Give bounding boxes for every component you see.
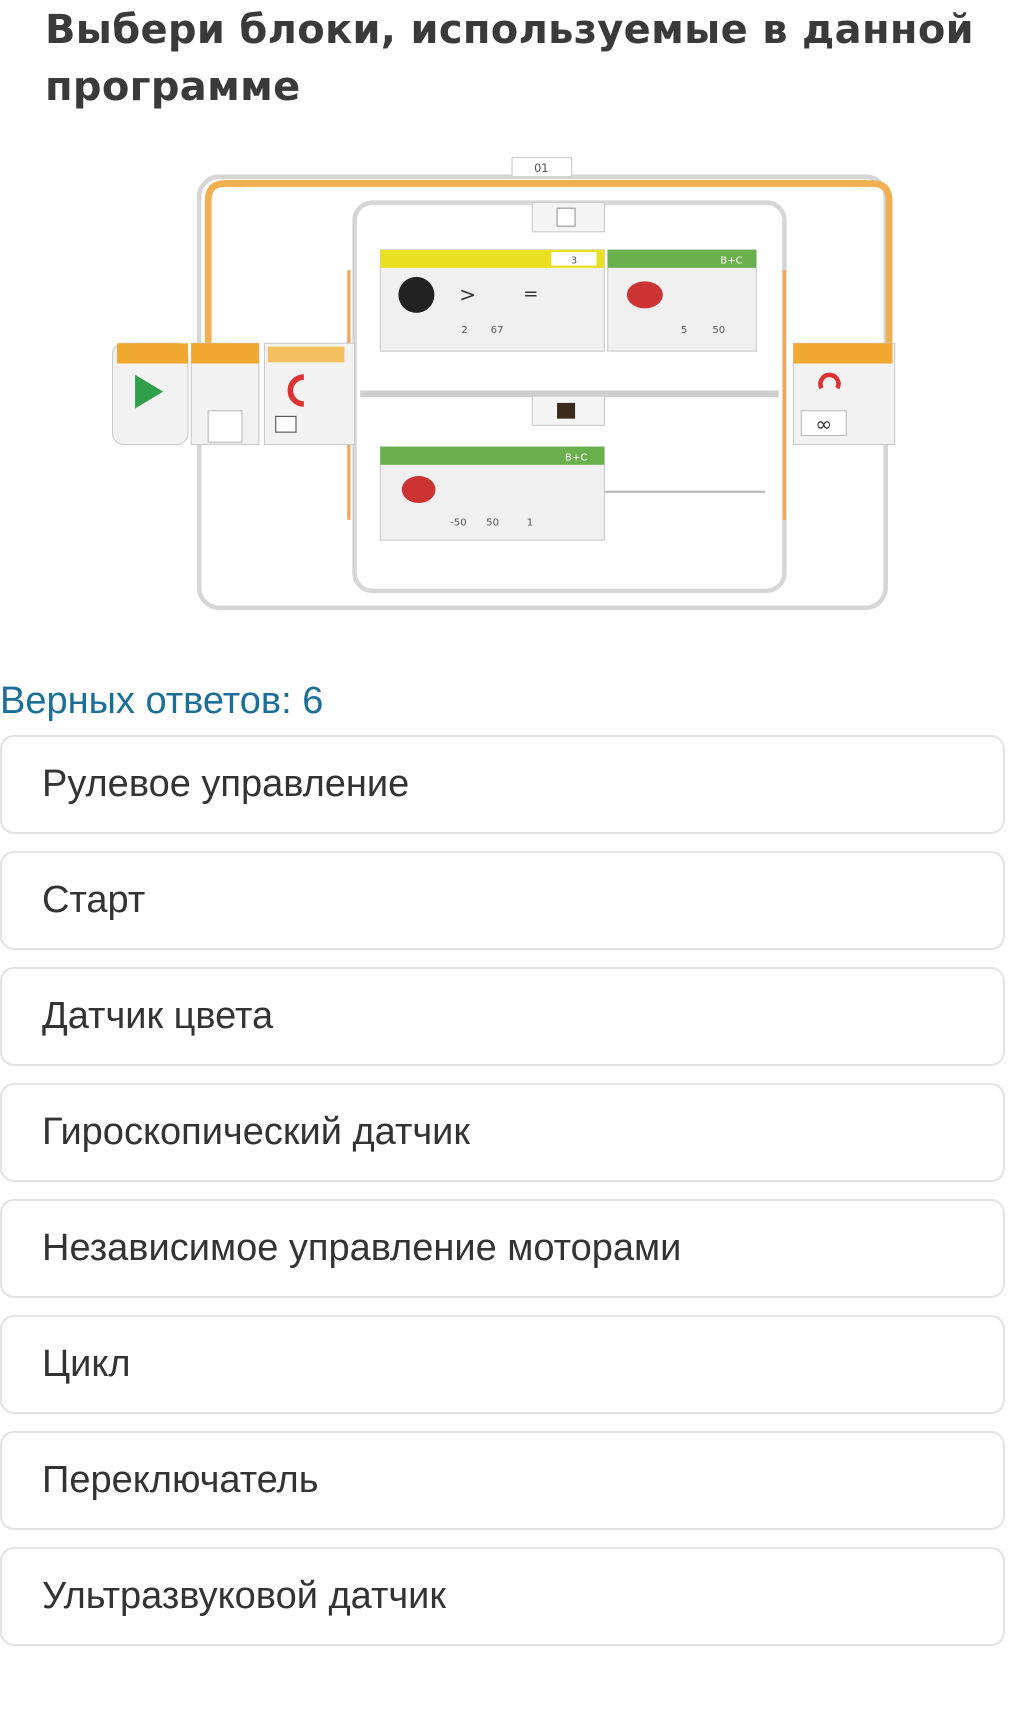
loop-icon <box>818 372 841 390</box>
sensor-value: 67 <box>491 325 504 336</box>
answer-option[interactable]: Гироскопический датчик <box>0 1083 1005 1182</box>
steering-port: B+C <box>720 255 742 266</box>
steering-value: 50 <box>712 325 725 336</box>
tank-value: -50 <box>450 518 467 529</box>
tank-value: 1 <box>527 518 533 529</box>
brown-color-icon <box>557 402 576 419</box>
answer-option[interactable]: Независимое управление моторами <box>0 1199 1005 1298</box>
loop-start-block <box>190 342 260 446</box>
steering-block: B+C 5 50 <box>607 249 757 352</box>
motor-icon <box>626 281 663 309</box>
color-sensor-icon <box>398 276 435 313</box>
question-title: Выбери блоки, используемые в данной прог… <box>45 7 974 110</box>
answer-option[interactable]: Старт <box>0 851 1005 950</box>
answer-option[interactable]: Ультразвуковой датчик <box>0 1547 1005 1646</box>
greater-than-icon: > <box>459 283 476 307</box>
tank-block: B+C -50 50 1 <box>379 446 605 541</box>
color-sensor-block: 3 > = 2 67 <box>379 249 605 352</box>
white-color-icon <box>556 207 576 227</box>
start-block <box>111 342 189 446</box>
answer-option[interactable]: Датчик цвета <box>0 967 1005 1066</box>
program-diagram: 01 3 > = 2 67 B+C 5 50 <box>111 156 896 610</box>
answer-option[interactable]: Переключатель <box>0 1431 1005 1530</box>
steering-value: 5 <box>681 325 687 336</box>
tank-port: B+C <box>565 452 587 463</box>
play-icon <box>135 374 164 409</box>
case-tab-bottom <box>531 395 605 426</box>
answer-options: Рулевое управление Старт Датчик цвета Ги… <box>0 735 1005 1663</box>
loop-label-tab <box>511 156 573 178</box>
loop-end-block: ∞ <box>792 342 896 446</box>
infinity-icon: ∞ <box>815 412 832 436</box>
motor-icon <box>401 476 436 504</box>
sensor-port: 3 <box>571 255 577 266</box>
loop-label: 01 <box>534 162 548 175</box>
answer-option[interactable]: Цикл <box>0 1315 1005 1414</box>
tank-value: 50 <box>486 518 499 529</box>
switch-icon <box>287 374 305 407</box>
answer-option[interactable]: Рулевое управление <box>0 735 1005 834</box>
sensor-value: 2 <box>461 325 467 336</box>
switch-block <box>263 342 356 446</box>
correct-answers-count: Верных ответов: 6 <box>0 680 324 722</box>
equals-icon: = <box>523 283 538 304</box>
loop-wire <box>204 180 893 358</box>
